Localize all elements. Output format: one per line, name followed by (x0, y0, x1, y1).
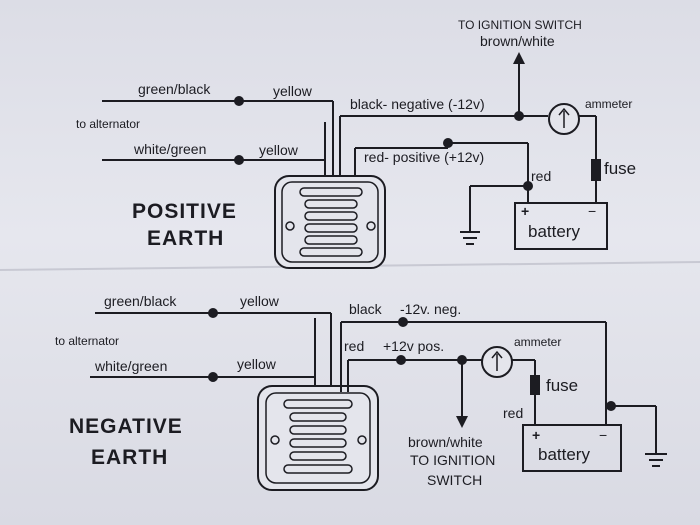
up-arrow-icon (513, 52, 525, 64)
pos-title-line1: POSITIVE (132, 200, 237, 223)
pos-junction-dot (234, 155, 244, 165)
pos-yellow-label-top: yellow (273, 83, 313, 99)
neg-to-alternator-label: to alternator (55, 334, 119, 348)
neg-title-line2: EARTH (91, 446, 168, 469)
pos-battery-minus: − (588, 203, 596, 219)
neg-regulator (257, 385, 379, 491)
pos-green-black-label: green/black (138, 81, 211, 97)
neg-yellow-label-bottom: yellow (237, 356, 277, 372)
neg-battery-minus: − (599, 427, 607, 443)
pos-junction-dot (234, 96, 244, 106)
pos-ground-icon (460, 231, 480, 245)
pos-battery-label: battery (528, 222, 580, 241)
pos-battery-plus: + (521, 203, 529, 219)
pos-to-alternator-label: to alternator (76, 117, 140, 131)
neg-switch-label: SWITCH (427, 472, 482, 488)
neg-red-label: red (344, 338, 364, 354)
neg-brown-white-label: brown/white (408, 434, 483, 450)
neg-fuse-icon (530, 375, 540, 395)
pos-battery-icon (514, 202, 608, 250)
neg-white-green-label: white/green (94, 358, 167, 374)
neg-junction-dot (396, 355, 406, 365)
neg-ammeter-label: ammeter (514, 335, 561, 349)
negative-earth-diagram: green/black yellow to alternator white/g… (55, 293, 667, 491)
pos-ignition-label-2: brown/white (480, 33, 555, 49)
pos-red-label: red (531, 168, 551, 184)
neg-ground-icon (645, 453, 667, 467)
pos-yellow-label-bottom: yellow (259, 142, 299, 158)
neg-12v-neg-label: -12v. neg. (400, 301, 461, 317)
neg-black-label: black (349, 301, 383, 317)
pos-regulator (274, 175, 386, 269)
neg-green-black-label: green/black (104, 293, 177, 309)
neg-battery-label: battery (538, 445, 590, 464)
pos-ignition-label-1: TO IGNITION SWITCH (458, 18, 582, 32)
positive-earth-diagram: TO IGNITION SWITCH brown/white green/bla… (76, 18, 636, 269)
neg-battery-plus: + (532, 427, 540, 443)
pos-ammeter-label: ammeter (585, 97, 632, 111)
down-arrow-icon (456, 416, 468, 428)
neg-battery-icon (522, 424, 622, 472)
pos-white-green-label: white/green (133, 141, 206, 157)
neg-to-ignition-label: TO IGNITION (410, 452, 495, 468)
neg-12v-pos-label: +12v pos. (383, 338, 444, 354)
neg-title-line1: NEGATIVE (69, 415, 183, 438)
neg-red-fuse-label: red (503, 405, 523, 421)
neg-yellow-label-top: yellow (240, 293, 280, 309)
pos-title-line2: EARTH (147, 227, 224, 250)
pos-black-negative-label: black- negative (-12v) (350, 96, 485, 112)
neg-junction-dot (398, 317, 408, 327)
neg-junction-dot (208, 372, 218, 382)
pos-fuse-label: fuse (604, 159, 636, 178)
pos-fuse-icon (591, 159, 601, 181)
neg-fuse-label: fuse (546, 376, 578, 395)
pos-red-positive-label: red- positive (+12v) (364, 149, 484, 165)
neg-junction-dot (208, 308, 218, 318)
